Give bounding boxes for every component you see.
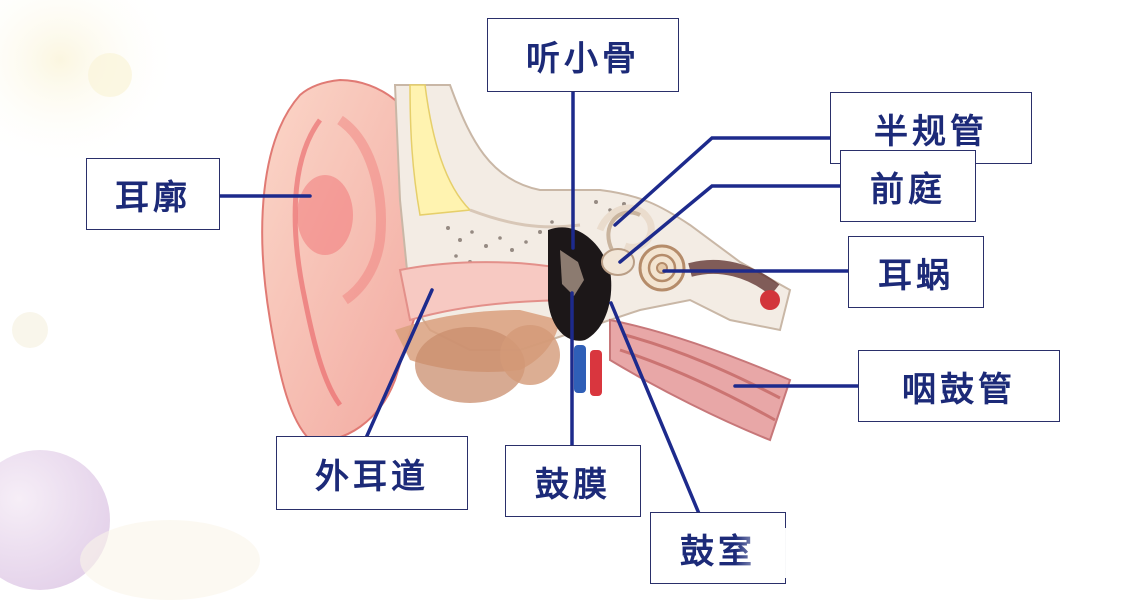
decorative-background	[0, 0, 260, 600]
label-cochlea: 耳蜗	[848, 236, 984, 308]
middle-ear-shape	[548, 227, 611, 396]
label-eustachian-tube: 咽鼓管	[858, 350, 1060, 422]
label-vestibule: 前庭	[840, 150, 976, 222]
label-eardrum: 鼓膜	[505, 445, 641, 517]
eustachian-tube-shape	[610, 320, 790, 440]
label-auricle: 耳廓	[86, 158, 220, 230]
label-ossicles: 听小骨	[487, 18, 679, 92]
watermark-fade-band	[735, 528, 1146, 578]
label-external-auditory-canal: 外耳道	[276, 436, 468, 510]
